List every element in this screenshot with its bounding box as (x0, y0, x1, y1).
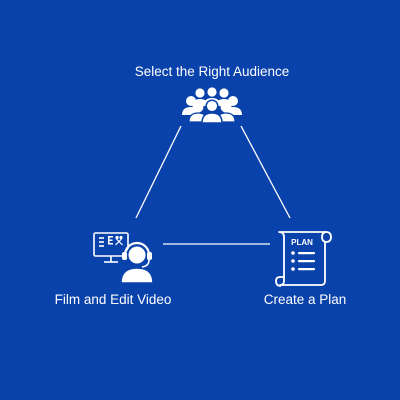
edge-audience-film (135, 125, 182, 219)
node-label-film: Film and Edit Video (54, 292, 172, 307)
node-label-audience: Select the Right Audience (134, 64, 290, 79)
node-label-plan: Create a Plan (263, 292, 347, 307)
plan-icon-text: PLAN (291, 238, 313, 247)
edge-audience-plan (240, 125, 291, 219)
